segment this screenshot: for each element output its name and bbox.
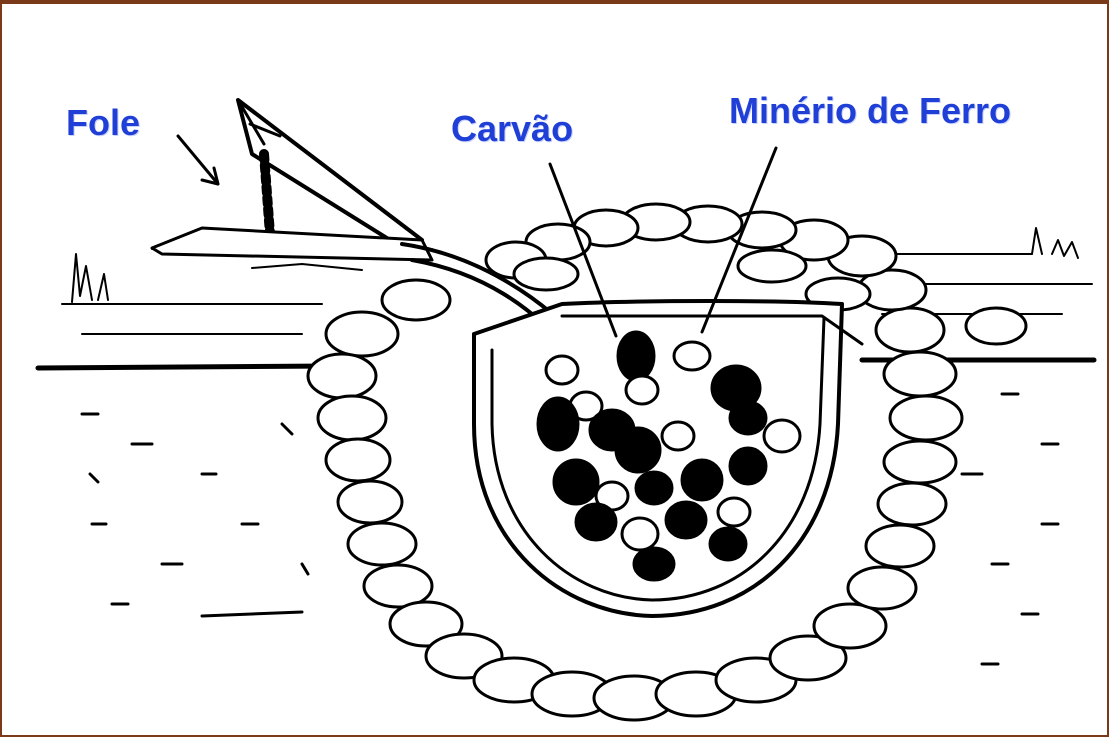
grass-right	[1032, 228, 1078, 258]
label-fole: Fole	[66, 102, 140, 144]
label-minerio-de-ferro: Minério de Ferro	[729, 90, 1011, 132]
bellows	[152, 100, 432, 270]
grass-left	[72, 254, 108, 302]
label-carvao: Carvão	[451, 108, 573, 150]
fole-arrow	[178, 136, 218, 184]
